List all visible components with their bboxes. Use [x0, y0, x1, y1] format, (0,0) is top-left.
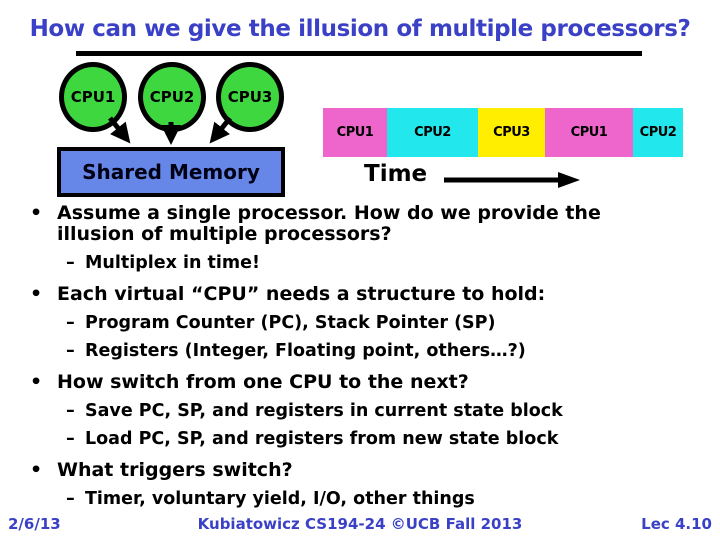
bullet-marker: – [66, 313, 75, 333]
cpu-to-memory-arrows [108, 116, 232, 146]
bullet-item: • How switch from one CPU to the next? [20, 372, 642, 393]
bullet-text: How switch from one CPU to the next? [57, 371, 469, 393]
bullet-item: –Timer, voluntary yield, I/O, other thin… [20, 490, 642, 509]
time-multiplex-bar: CPU1 CPU2 CPU3 CPU1 CPU2 [323, 108, 683, 157]
bullet-marker: – [66, 253, 75, 273]
bullet-item: • What triggers switch? [20, 460, 642, 481]
bullet-text: Each virtual “CPU” needs a structure to … [57, 283, 546, 305]
bullet-item: –Program Counter (PC), Stack Pointer (SP… [20, 314, 642, 333]
bullet-marker: – [66, 341, 75, 361]
timeline-segment: CPU1 [545, 108, 633, 157]
cpu-circle: CPU1 [59, 62, 127, 132]
slide-title: How can we give the illusion of multiple… [29, 16, 691, 42]
bullet-item: • Each virtual “CPU” needs a structure to… [20, 284, 642, 305]
bullet-text: Registers (Integer, Floating point, othe… [85, 341, 526, 361]
bullet-marker: – [66, 489, 75, 509]
bullet-text: Program Counter (PC), Stack Pointer (SP) [85, 313, 496, 333]
title-underline [76, 51, 642, 56]
bullet-text: What triggers switch? [57, 459, 293, 481]
shared-memory-label: Shared Memory [82, 160, 260, 184]
bullet-marker: • [30, 283, 43, 305]
timeline-segment: CPU1 [323, 108, 387, 157]
bullet-list: • Assume a single processor. How do we pr… [20, 203, 642, 509]
bullet-text: Save PC, SP, and registers in current st… [85, 401, 563, 421]
bullet-item: –Multiplex in time! [20, 254, 642, 273]
bullet-marker: • [30, 459, 43, 481]
timeline-segment: CPU3 [478, 108, 545, 157]
shared-memory-box: Shared Memory [57, 147, 285, 197]
cpu-circle-label: CPU2 [149, 88, 195, 106]
bullet-marker: – [66, 429, 75, 449]
timeline-segment-label: CPU2 [639, 125, 677, 140]
bullet-text: Assume a single processor. How do we pro… [57, 202, 601, 245]
bullet-item: –Load PC, SP, and registers from new sta… [20, 430, 642, 449]
cpu-circle-label: CPU3 [227, 88, 273, 106]
footer-course: Kubiatowicz CS194-24 ©UCB Fall 2013 [197, 515, 523, 533]
timeline-segment-label: CPU1 [570, 125, 608, 140]
timeline-segment: CPU2 [387, 108, 478, 157]
bullet-item: –Registers (Integer, Floating point, oth… [20, 342, 642, 361]
bullet-marker: • [30, 371, 43, 393]
timeline-segment-label: CPU3 [493, 125, 530, 140]
bullet-item: –Save PC, SP, and registers in current s… [20, 402, 642, 421]
timeline-segment-label: CPU1 [336, 125, 374, 140]
bullet-marker: • [30, 202, 43, 224]
footer: 2/6/13 Kubiatowicz CS194-24 ©UCB Fall 20… [0, 515, 720, 537]
bullet-text: Timer, voluntary yield, I/O, other thing… [85, 489, 475, 509]
timeline-segment-label: CPU2 [414, 125, 451, 140]
footer-date: 2/6/13 [8, 515, 61, 533]
bullet-item: • Assume a single processor. How do we pr… [20, 203, 642, 245]
timeline-segment: CPU2 [633, 108, 683, 157]
bullet-text: Load PC, SP, and registers from new stat… [85, 429, 559, 449]
time-axis-label: Time [364, 161, 428, 187]
time-arrow-icon [444, 172, 580, 188]
footer-lecture: Lec 4.10 [641, 515, 712, 533]
cpu-circle-label: CPU1 [70, 88, 116, 106]
bullet-text: Multiplex in time! [85, 253, 261, 273]
bullet-marker: – [66, 401, 75, 421]
